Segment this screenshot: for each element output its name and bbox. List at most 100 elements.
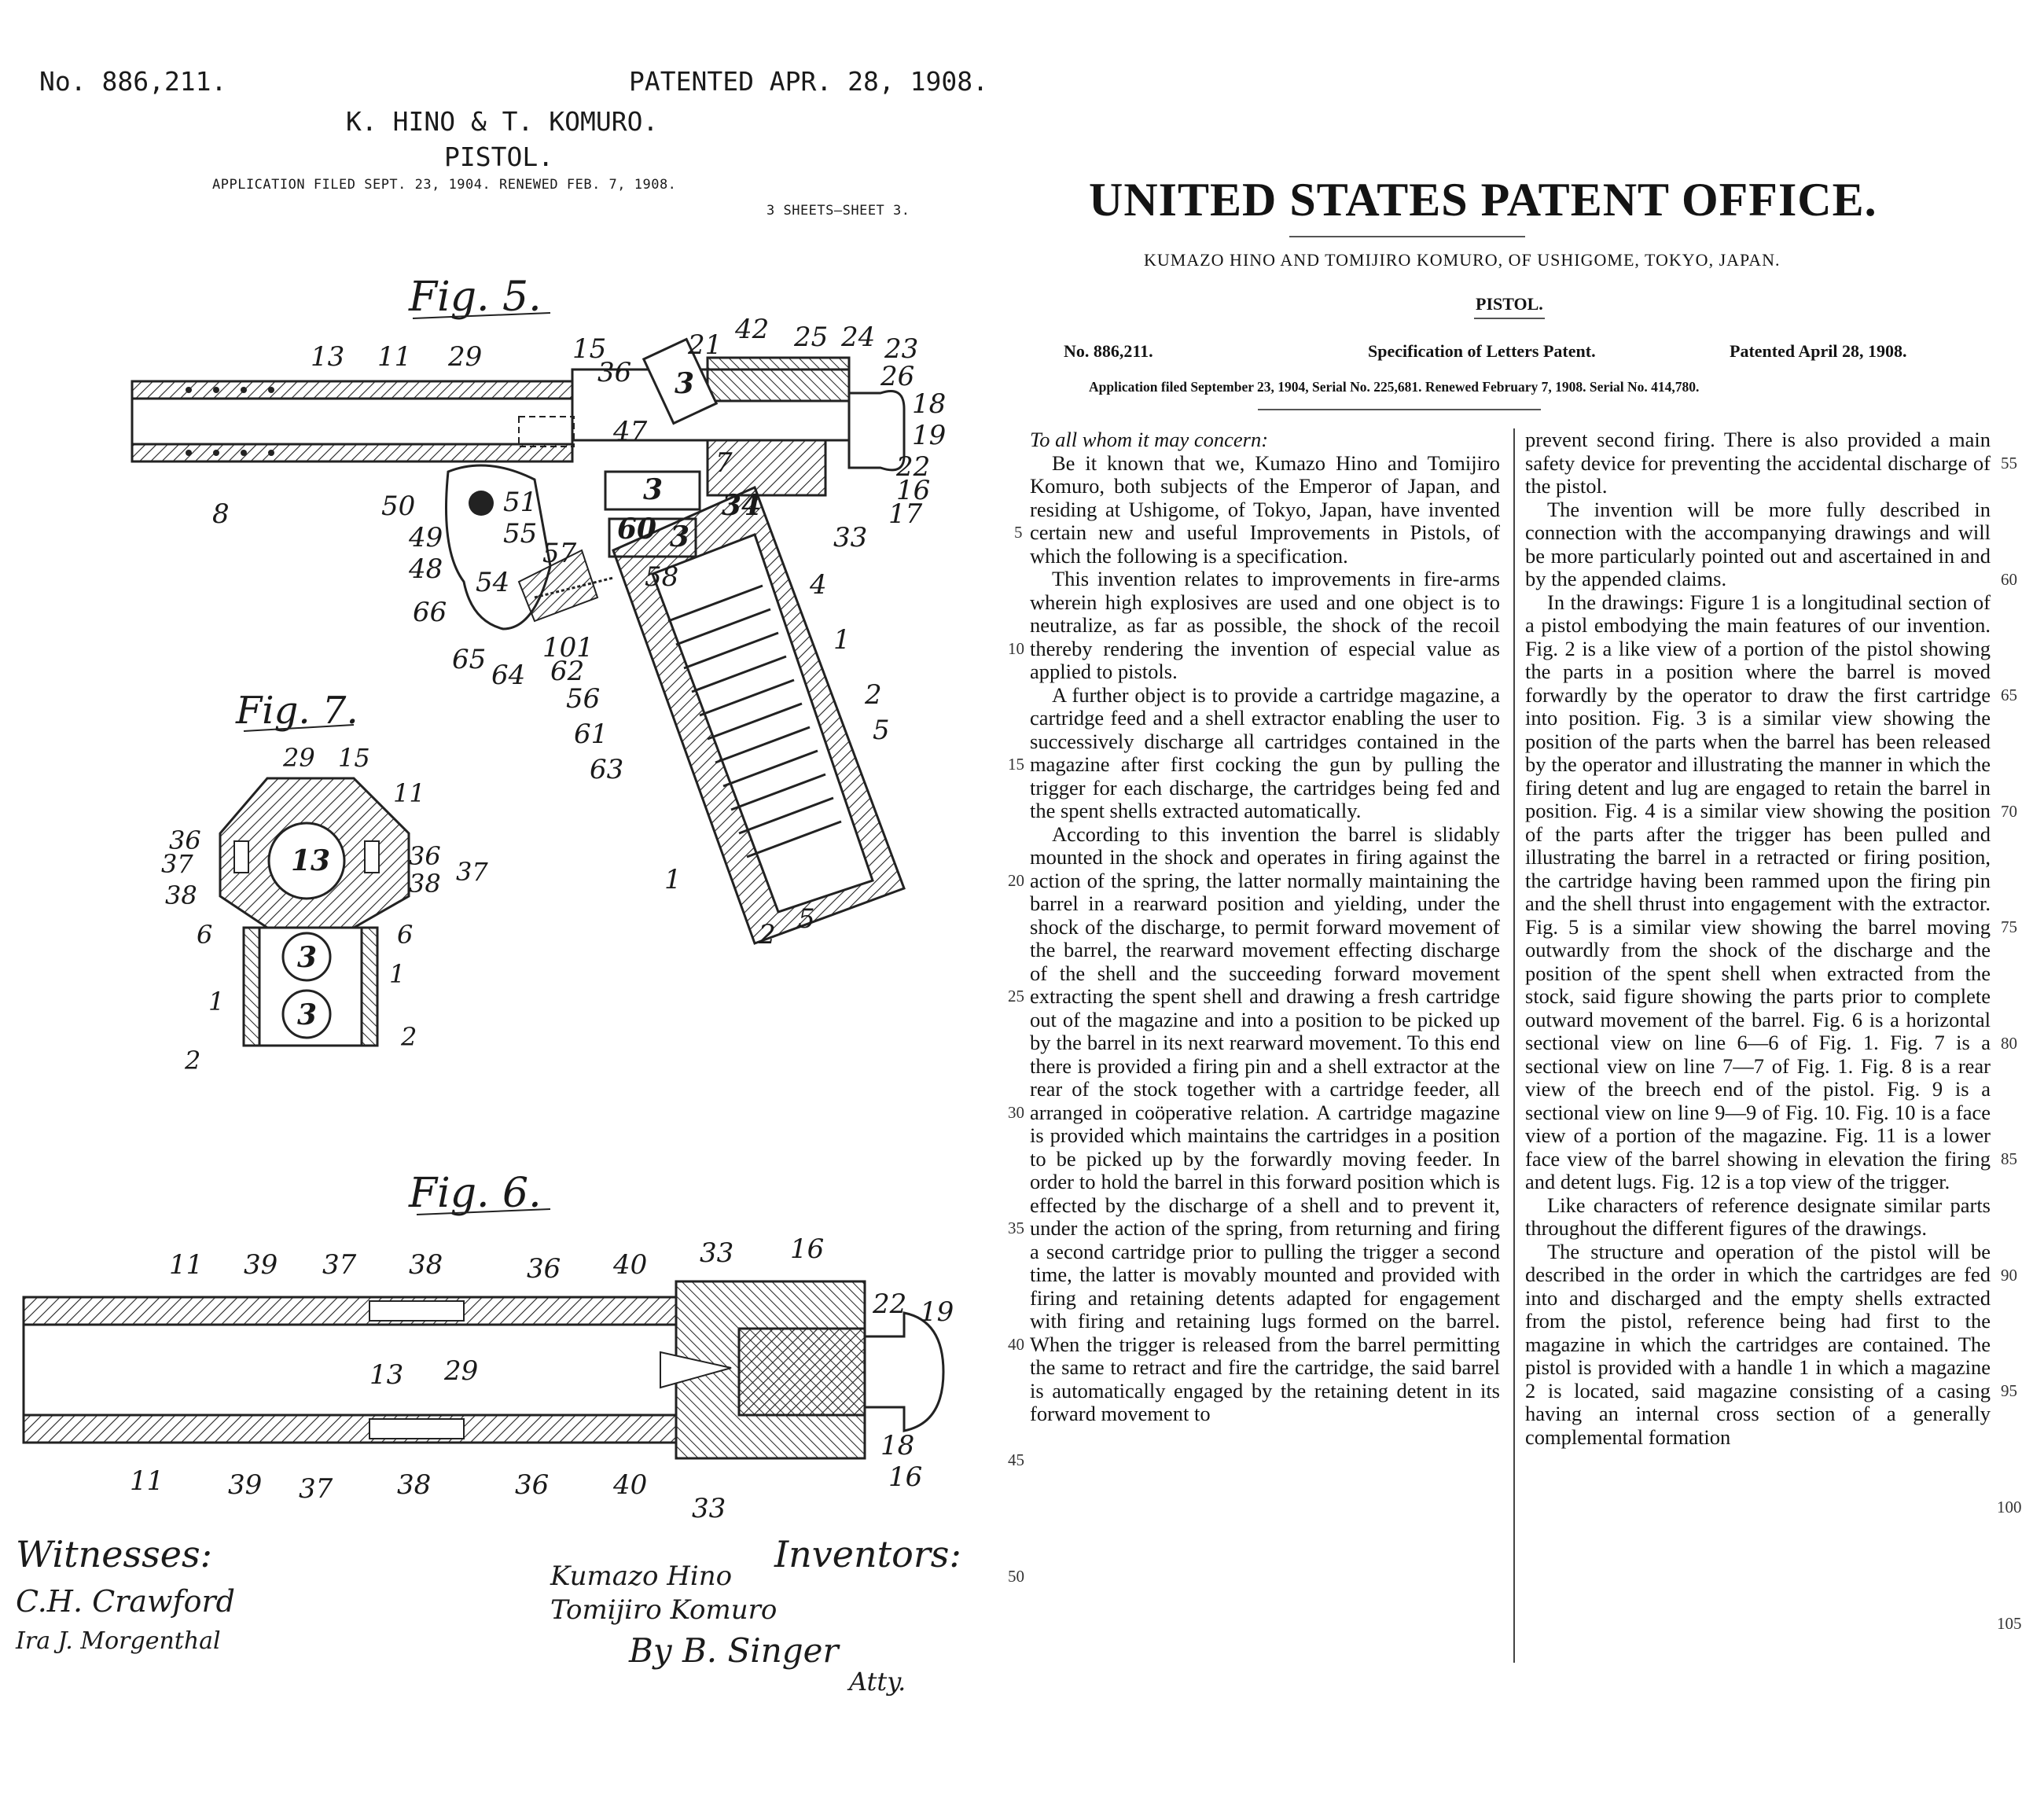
spec-left-paragraph-5: According to this invention the barrel i… (1030, 822, 1500, 1425)
svg-text:40: 40 (612, 1469, 647, 1501)
svg-text:13: 13 (311, 341, 344, 373)
spec-left-paragraph-3: This invention relates to improvements i… (1030, 567, 1500, 683)
svg-text:57: 57 (542, 538, 577, 569)
svg-text:1: 1 (208, 987, 224, 1016)
line-number: 15 (1008, 755, 1024, 774)
svg-text:64: 64 (491, 660, 525, 691)
svg-text:2: 2 (400, 1022, 417, 1052)
svg-text:36: 36 (169, 825, 201, 855)
line-number: 30 (1008, 1103, 1024, 1122)
svg-text:36: 36 (409, 841, 441, 871)
sheet-inventors: K. HINO & T. KOMURO. (346, 106, 659, 137)
witness-signature-1: C.H. Crawford (16, 1584, 235, 1619)
svg-text:29: 29 (447, 341, 482, 373)
spec-left-paragraph-4: A further object is to provide a cartrid… (1030, 682, 1500, 822)
svg-text:1: 1 (833, 624, 851, 656)
svg-text:13: 13 (291, 844, 330, 877)
line-number: 60 (2001, 570, 2017, 589)
svg-text:33: 33 (692, 1493, 726, 1524)
svg-text:37: 37 (299, 1473, 333, 1505)
svg-text:17: 17 (888, 498, 923, 530)
sheet-sheets-line: 3 SHEETS—SHEET 3. (766, 203, 910, 219)
patent-drawings: Fig. 5. (22, 274, 954, 1524)
svg-text:22: 22 (872, 1288, 906, 1320)
svg-text:38: 38 (409, 869, 441, 899)
sheet-title: PISTOL. (444, 142, 554, 172)
line-number: 100 (1997, 1498, 2022, 1516)
svg-text:38: 38 (409, 1249, 443, 1281)
svg-text:4: 4 (809, 569, 827, 601)
svg-text:37: 37 (456, 857, 488, 887)
svg-text:25: 25 (793, 322, 828, 353)
inventor-signature-1: Kumazo Hino (550, 1561, 733, 1592)
line-number: 5 (1014, 523, 1023, 542)
svg-text:56: 56 (566, 683, 600, 715)
title-rule (1289, 236, 1525, 237)
svg-text:39: 39 (228, 1469, 262, 1501)
line-number: 55 (2001, 454, 2017, 472)
svg-text:5: 5 (873, 715, 890, 746)
spec-right-paragraph-4: Like characters of reference designate s… (1525, 1193, 1991, 1240)
svg-text:48: 48 (408, 553, 443, 585)
svg-text:5: 5 (798, 903, 815, 935)
svg-text:29: 29 (282, 743, 315, 773)
spec-left-column: To all whom it may concern: Be it known … (1030, 428, 1500, 1426)
spec-left-paragraph-1: To all whom it may concern: (1030, 428, 1269, 451)
line-number: 20 (1008, 871, 1024, 890)
svg-text:15: 15 (572, 333, 606, 365)
svg-text:39: 39 (244, 1249, 278, 1281)
svg-text:22: 22 (895, 451, 930, 483)
attorney-signature: By B. Singer (629, 1631, 839, 1670)
svg-text:11: 11 (393, 778, 425, 808)
svg-text:38: 38 (165, 880, 197, 910)
svg-text:65: 65 (452, 644, 486, 675)
witness-signature-2: Ira J. Morgenthal (16, 1627, 221, 1655)
svg-text:15: 15 (338, 743, 370, 773)
svg-text:18: 18 (880, 1430, 914, 1461)
sheet-patented-date: PATENTED APR. 28, 1908. (629, 66, 988, 97)
svg-text:21: 21 (687, 329, 722, 361)
spec-right-column: prevent second firing. There is also pro… (1525, 428, 1991, 1449)
figure-5: Fig. 5. (131, 274, 946, 950)
svg-text:58: 58 (645, 561, 678, 593)
line-number: 65 (2001, 686, 2017, 704)
svg-text:101: 101 (542, 632, 594, 664)
line-number: 70 (2001, 802, 2017, 821)
svg-text:60: 60 (617, 513, 656, 546)
sheet-patent-number: No. 886,211. (39, 66, 227, 97)
svg-text:24: 24 (840, 322, 875, 353)
inventor-signature-2: Tomijiro Komuro (550, 1594, 778, 1626)
svg-text:2: 2 (864, 679, 882, 711)
line-number: 105 (1997, 1614, 2022, 1633)
witnesses-label: Witnesses: (16, 1533, 213, 1575)
svg-text:8: 8 (212, 498, 230, 530)
svg-text:2: 2 (758, 919, 776, 950)
svg-text:16: 16 (790, 1233, 824, 1265)
header-rule (1258, 409, 1541, 410)
svg-text:6: 6 (197, 920, 212, 950)
svg-text:63: 63 (590, 754, 623, 785)
office-title: UNITED STATES PATENT OFFICE. (1089, 174, 1877, 226)
svg-text:36: 36 (597, 357, 631, 388)
svg-text:1: 1 (389, 959, 405, 989)
svg-text:3: 3 (297, 941, 317, 974)
svg-text:3: 3 (670, 520, 689, 553)
svg-text:11: 11 (377, 341, 411, 373)
svg-text:51: 51 (503, 487, 537, 518)
inventors-label: Inventors: (774, 1533, 961, 1575)
spec-patented-date: Patented April 28, 1908. (1730, 341, 1907, 361)
svg-text:1: 1 (664, 864, 682, 895)
svg-text:36: 36 (515, 1469, 549, 1501)
svg-text:16: 16 (896, 475, 930, 506)
svg-text:3: 3 (675, 367, 694, 400)
svg-text:19: 19 (912, 420, 946, 451)
spec-label: Specification of Letters Patent. (1368, 341, 1596, 361)
spec-right-paragraph-1: prevent second firing. There is also pro… (1525, 428, 1991, 498)
svg-text:23: 23 (884, 333, 918, 365)
spec-right-paragraph-5: The structure and operation of the pisto… (1525, 1239, 1991, 1449)
svg-text:54: 54 (476, 567, 509, 598)
line-number: 35 (1008, 1219, 1024, 1237)
fig5-label: Fig. 5. (408, 274, 542, 321)
svg-text:33: 33 (833, 522, 867, 553)
